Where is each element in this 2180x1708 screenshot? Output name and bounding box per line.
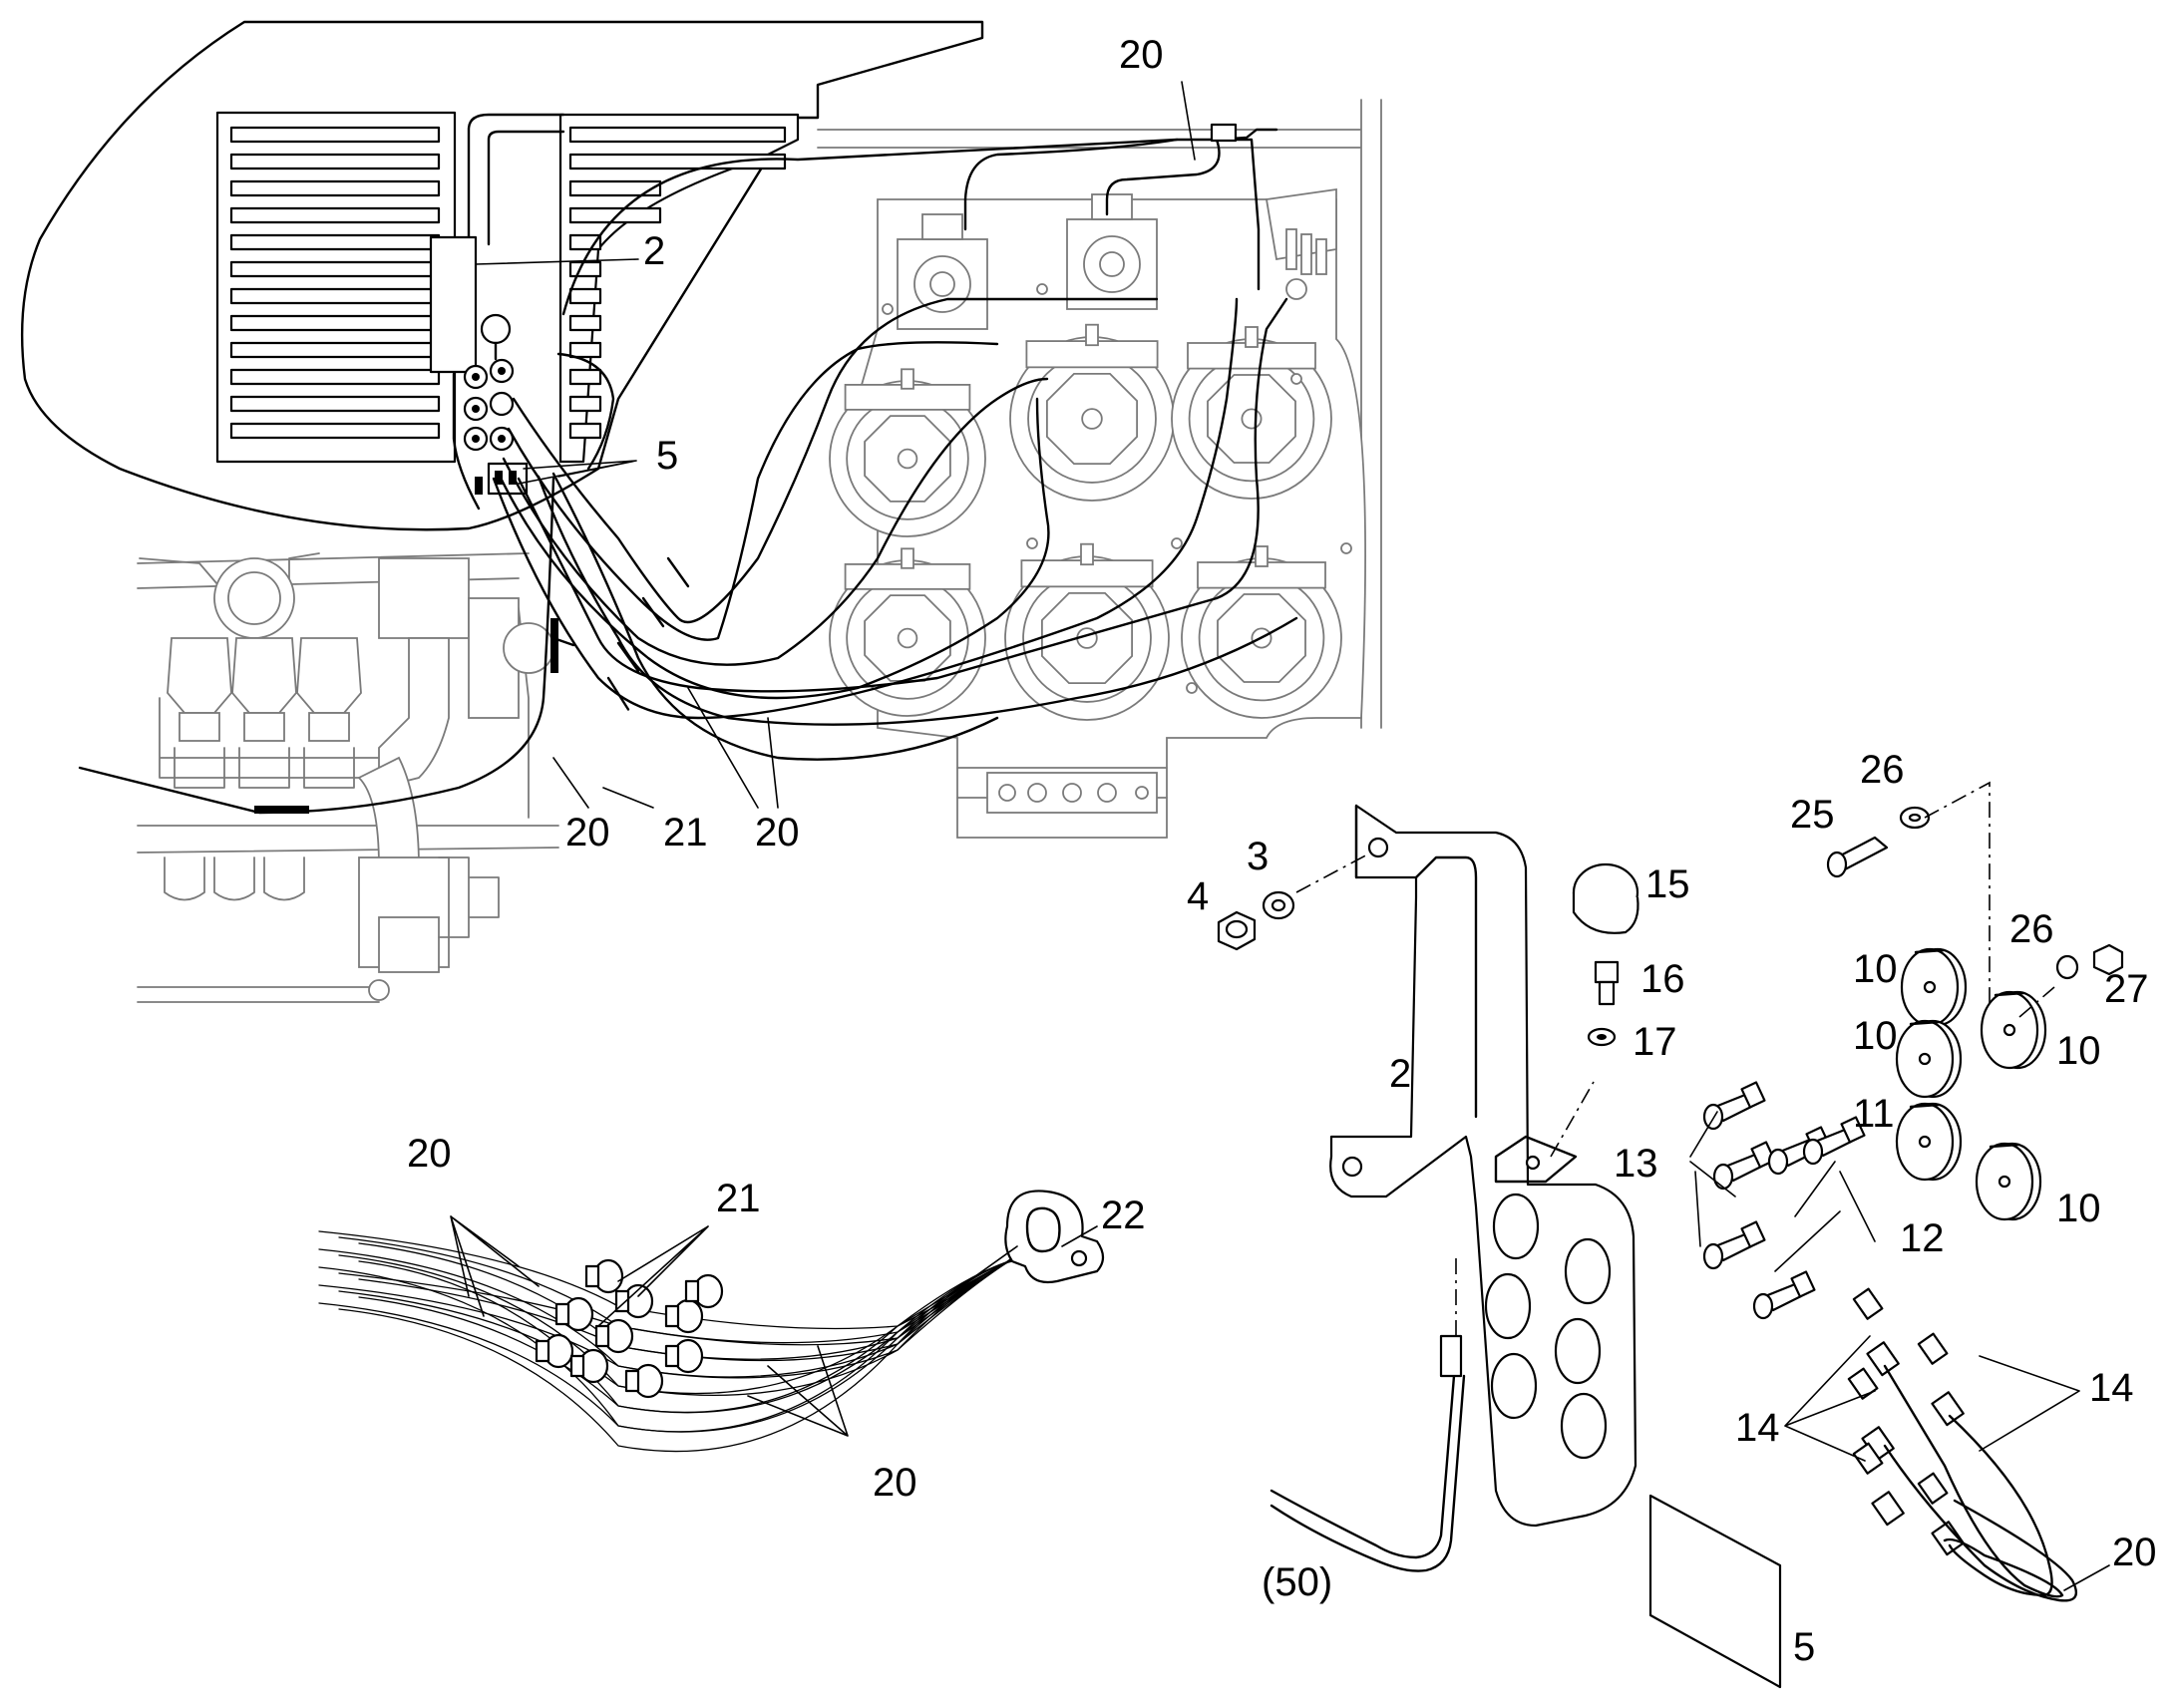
gauges xyxy=(1895,947,2047,1221)
callout-5-mounted-plate: 5 xyxy=(656,434,678,478)
callout-27-nut: 27 xyxy=(2104,967,2149,1011)
callout-4-nut: 4 xyxy=(1187,874,1209,918)
bracket-2 xyxy=(1270,804,1637,1572)
callout-26-washer: 26 xyxy=(2009,907,2054,951)
callout-3-washer: 3 xyxy=(1247,835,1269,878)
callout-22-clamp: 22 xyxy=(1101,1194,1146,1237)
callout-10-gauge-d: 10 xyxy=(2056,1187,2101,1230)
callout-14-fitting-right: 14 xyxy=(2089,1366,2134,1410)
screw-25 xyxy=(1826,836,1889,878)
callout-15-cap: 15 xyxy=(1645,862,1690,906)
small-parts xyxy=(1217,852,1639,1047)
hose-assembly-14 xyxy=(1847,1287,2077,1602)
leader-lines xyxy=(450,81,1196,1437)
callout-17-washer: 17 xyxy=(1633,1020,1677,1064)
pump-assembly xyxy=(829,187,1366,839)
callout-20-hose-b: 20 xyxy=(755,811,800,854)
callout-10-gauge-a: 10 xyxy=(1853,947,1898,991)
nut-27 xyxy=(2092,943,2124,976)
callout-20-bundle-bottom: 20 xyxy=(873,1461,917,1505)
clamp-22 xyxy=(1004,1190,1105,1284)
mounted-bracket xyxy=(467,113,565,246)
callout-20-bundle-top: 20 xyxy=(407,1132,452,1176)
callout-11-gauge: 11 xyxy=(1853,1092,1895,1136)
callout-20-hose-loop: 20 xyxy=(2112,1531,2157,1574)
callout-10-gauge-b: 10 xyxy=(1853,1014,1898,1058)
callout-12-elbow: 12 xyxy=(1900,1216,1945,1260)
hose-bundle xyxy=(318,1190,1105,1453)
louver-grille-left xyxy=(215,111,457,464)
callout-2-mounted-bracket: 2 xyxy=(643,229,665,273)
louver-grille-right xyxy=(558,113,800,464)
callout-2-bracket: 2 xyxy=(1389,1052,1411,1096)
callout-20-hose-a: 20 xyxy=(565,811,610,854)
hose-routing xyxy=(78,123,1298,815)
callout-20-top-hose: 20 xyxy=(1119,33,1164,77)
callout-labels: 20 2 5 20 21 20 20 21 22 20 4 3 2 (50) 1… xyxy=(407,33,2157,1669)
gauge-panel-mounted xyxy=(452,313,615,511)
callout-25-screw: 25 xyxy=(1790,793,1835,837)
callout-14-fitting-left: 14 xyxy=(1735,1406,1780,1450)
cap-15 xyxy=(1572,862,1639,934)
callout-5-plate: 5 xyxy=(1793,1625,1815,1669)
fitting-16 xyxy=(1594,960,1620,1006)
elbow-fittings xyxy=(1702,1081,1866,1320)
callout-13-elbow: 13 xyxy=(1614,1142,1658,1186)
bracket-plate-mounted xyxy=(429,235,478,374)
callout-21-bundle: 21 xyxy=(716,1177,761,1220)
callout-50-reference: (50) xyxy=(1262,1560,1332,1604)
callout-10-gauge-c: 10 xyxy=(2056,1029,2101,1073)
plate-5 xyxy=(1648,1494,1782,1689)
callout-26-washer-top: 26 xyxy=(1860,748,1905,792)
callout-16-fitting: 16 xyxy=(1640,957,1685,1001)
washer-26 xyxy=(2055,954,2079,980)
callout-21-hose: 21 xyxy=(663,811,708,854)
engine-assembly xyxy=(137,552,559,1003)
cab-panel-assembly xyxy=(20,20,1382,729)
